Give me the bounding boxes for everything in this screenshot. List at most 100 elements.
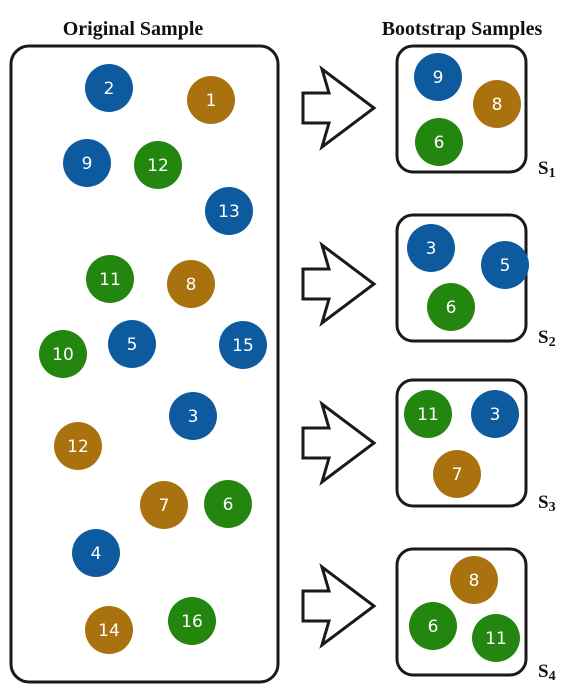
sample-1-ball-3-circle: [415, 118, 463, 166]
original-ball-7-label: 8: [186, 275, 197, 295]
original-sample-box: [9, 44, 280, 684]
original-ball-13-circle: [140, 481, 188, 529]
sample-4-ball-3: 11: [472, 614, 520, 662]
arrow-icon: [301, 400, 377, 486]
original-ball-1-label: 2: [104, 79, 115, 99]
sample-2-ball-1: 3: [407, 224, 455, 272]
original-ball-6: 11: [86, 255, 134, 303]
original-ball-15-label: 4: [91, 544, 102, 564]
original-ball-5-label: 13: [218, 202, 240, 222]
bootstrap-sample-box: [395, 213, 528, 343]
original-ball-3-circle: [63, 139, 111, 187]
bootstrap-samples-title: Bootstrap Samples: [382, 18, 543, 40]
sample-3-ball-3: 7: [433, 450, 481, 498]
sample-label-4: S4: [538, 661, 556, 684]
original-ball-10: 15: [219, 321, 267, 369]
sample-label-3: S3: [538, 492, 556, 515]
arrow-icon: [301, 65, 377, 151]
sample-4-ball-1-circle: [450, 556, 498, 604]
original-ball-17-label: 16: [181, 612, 203, 632]
sample-label-index: 3: [549, 500, 556, 515]
sample-4-ball-1-label: 8: [469, 571, 480, 591]
sample-4-ball-3-circle: [472, 614, 520, 662]
sample-3-ball-3-label: 7: [452, 465, 463, 485]
original-ball-1-circle: [85, 64, 133, 112]
original-ball-10-label: 15: [232, 336, 254, 356]
sample-2-ball-3-circle: [427, 283, 475, 331]
original-ball-12: 12: [54, 422, 102, 470]
bootstrap-sample-box: [395, 378, 528, 508]
bootstrap-sample-box: [395, 547, 528, 677]
original-ball-9: 5: [108, 320, 156, 368]
sample-3-ball-1-label: 11: [417, 405, 439, 425]
sample-4-ball-2-label: 6: [428, 617, 439, 637]
original-ball-13-label: 7: [159, 496, 170, 516]
sample-1-ball-3: 6: [415, 118, 463, 166]
sample-2-ball-2-circle: [481, 241, 529, 289]
original-sample-title: Original Sample: [63, 18, 204, 40]
sample-2-ball-1-circle: [407, 224, 455, 272]
sample-3-ball-2: 3: [471, 390, 519, 438]
original-ball-7-circle: [167, 260, 215, 308]
arrow-icon: [301, 563, 377, 649]
original-ball-8-circle: [39, 330, 87, 378]
sample-3-ball-2-label: 3: [490, 405, 501, 425]
original-ball-16-label: 14: [98, 621, 120, 641]
original-ball-17: 16: [168, 597, 216, 645]
original-ball-2-circle: [187, 76, 235, 124]
original-ball-14-circle: [204, 480, 252, 528]
original-ball-3-label: 9: [82, 154, 93, 174]
sample-label-1: S1: [538, 158, 556, 181]
original-sample-balls: 2 1 9 12 13 11 8 10 5 15 3 12 7 6 4 14 16: [39, 64, 267, 654]
sample-2-ball-2: 5: [481, 241, 529, 289]
original-ball-5: 13: [205, 187, 253, 235]
sample-3-ball-2-circle: [471, 390, 519, 438]
original-ball-2-label: 1: [206, 91, 217, 111]
bootstrap-sample-box: [395, 44, 528, 174]
sample-1-ball-1-label: 9: [433, 68, 444, 88]
sample-2-ball-2-label: 5: [500, 256, 511, 276]
original-ball-10-circle: [219, 321, 267, 369]
original-ball-5-circle: [205, 187, 253, 235]
original-ball-6-label: 11: [99, 270, 121, 290]
original-ball-9-circle: [108, 320, 156, 368]
sample-1-ball-2: 8: [473, 80, 521, 128]
original-ball-4-label: 12: [147, 156, 169, 176]
original-ball-9-label: 5: [127, 335, 138, 355]
sample-4-ball-2: 6: [409, 602, 457, 650]
original-ball-11: 3: [169, 392, 217, 440]
sample-3-ball-1-circle: [404, 390, 452, 438]
sample-label-index: 4: [549, 669, 556, 684]
arrow-icon: [301, 241, 377, 327]
original-ball-1: 2: [85, 64, 133, 112]
sample-2-ball-1-label: 3: [426, 239, 437, 259]
original-ball-12-label: 12: [67, 437, 89, 457]
original-ball-16-circle: [85, 606, 133, 654]
sample-1-ball-3-label: 6: [434, 133, 445, 153]
sample-3-ball-3-circle: [433, 450, 481, 498]
sample-4-ball-1: 8: [450, 556, 498, 604]
bootstrap-sample-1: 9 8 6S1: [301, 44, 556, 181]
sample-1-ball-2-label: 8: [492, 95, 503, 115]
sample-label-name: S: [538, 661, 549, 682]
bootstrap-sample-2: 3 5 6S2: [301, 213, 556, 350]
original-ball-7: 8: [167, 260, 215, 308]
original-ball-8-label: 10: [52, 345, 74, 365]
sample-label-name: S: [538, 158, 549, 179]
sample-2-ball-3: 6: [427, 283, 475, 331]
original-ball-15: 4: [72, 529, 120, 577]
original-ball-8: 10: [39, 330, 87, 378]
original-ball-17-circle: [168, 597, 216, 645]
sample-label-name: S: [538, 327, 549, 348]
sample-4-ball-2-circle: [409, 602, 457, 650]
original-ball-14-label: 6: [223, 495, 234, 515]
sample-3-ball-1: 11: [404, 390, 452, 438]
sample-1-ball-1-circle: [414, 53, 462, 101]
sample-1-ball-1: 9: [414, 53, 462, 101]
sample-label-2: S2: [538, 327, 556, 350]
original-ball-11-label: 3: [188, 407, 199, 427]
sample-label-name: S: [538, 492, 549, 513]
